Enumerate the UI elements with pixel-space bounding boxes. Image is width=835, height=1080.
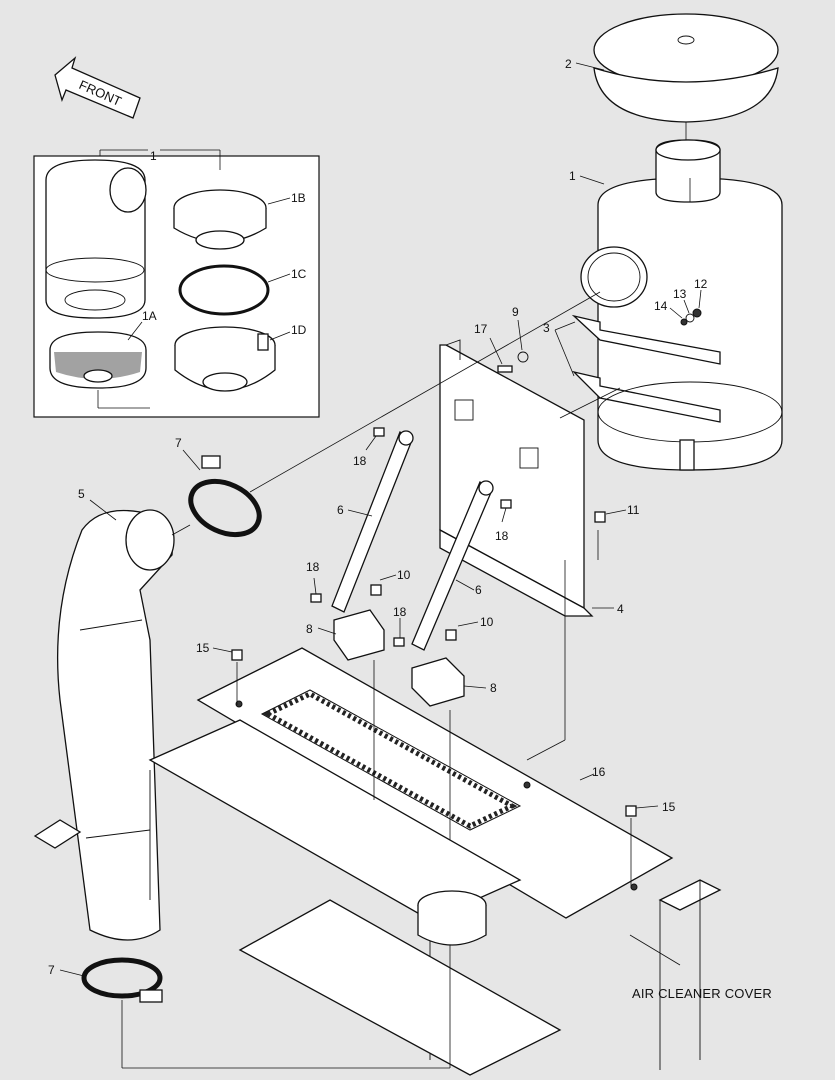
callout-label: 1D: [291, 323, 307, 337]
callout-label: 6: [475, 583, 482, 597]
callout-1d: 1D: [269, 323, 307, 341]
callout-4: 4: [592, 602, 624, 616]
callout-8-a: 8: [306, 622, 337, 636]
callout-14: 14: [654, 299, 683, 319]
callout-label: 12: [694, 277, 708, 291]
leader-lines: [121, 178, 691, 1069]
callout-10-b: 10: [457, 615, 494, 629]
callout-15-a: 15: [196, 641, 233, 655]
intake-hose: [56, 509, 175, 941]
callout-9: 9: [512, 305, 523, 351]
hose-clamp-top: [188, 455, 262, 538]
callout-label: 10: [480, 615, 494, 629]
callout-17: 17: [474, 322, 503, 365]
callout-label: 4: [617, 602, 624, 616]
callout-18-c: 18: [306, 560, 320, 595]
callout-5: 5: [78, 487, 117, 521]
callout-label: 18: [353, 454, 367, 468]
callout-8-b: 8: [463, 681, 497, 695]
air-cleaner-body: [571, 139, 783, 471]
callout-label: 7: [48, 963, 55, 977]
callout-18-b: 18: [495, 507, 509, 543]
callout-label: 16: [592, 765, 606, 779]
callout-label: 9: [512, 305, 519, 319]
callout-label: 1B: [291, 191, 306, 205]
hardware: [231, 308, 702, 817]
callout-1c: 1C: [267, 267, 307, 283]
rod-brackets: [333, 609, 465, 707]
callout-18-a: 18: [353, 435, 377, 468]
callout-label: 1A: [142, 309, 157, 323]
callout-2: 2: [565, 57, 605, 71]
callout-label: 5: [78, 487, 85, 501]
callout-label: 1C: [291, 267, 307, 281]
callout-18-d: 18: [393, 605, 407, 638]
callout-7-top: 7: [175, 436, 201, 471]
front-arrow: FRONT: [54, 56, 141, 119]
callout-label: 14: [654, 299, 668, 313]
callout-label: 15: [196, 641, 210, 655]
callout-label: 2: [565, 57, 572, 71]
callout-label: 7: [175, 436, 182, 450]
stay-rods: [331, 430, 494, 651]
callout-label: 18: [393, 605, 407, 619]
callout-1: 1: [569, 169, 605, 185]
callout-label: 18: [495, 529, 509, 543]
callout-1a: 1A: [127, 309, 157, 341]
callout-label: 10: [397, 568, 411, 582]
callout-label: 8: [490, 681, 497, 695]
callout-label: 1: [569, 169, 576, 183]
outer-filter-element: [45, 159, 147, 319]
callout-label: 17: [474, 322, 488, 336]
top-cover: [593, 13, 779, 142]
callout-12: 12: [694, 277, 708, 309]
inner-filter-element: [49, 331, 150, 409]
callout-3: 3: [543, 321, 576, 377]
callout-15-b: 15: [635, 800, 676, 814]
callout-6-a: 6: [337, 503, 373, 517]
top-grille-plate: [196, 647, 674, 919]
callout-label: 8: [306, 622, 313, 636]
callout-1-inset: 1: [150, 149, 157, 163]
filter-detail-inset: [33, 149, 320, 418]
callout-label: 18: [306, 560, 320, 574]
diagram-caption: AIR CLEANER COVER: [632, 986, 772, 1001]
callout-11: 11: [605, 503, 640, 517]
filter-cap: [173, 189, 267, 250]
filter-housing-bottom: [174, 326, 276, 392]
callout-label: 3: [543, 321, 550, 335]
callout-10-a: 10: [379, 568, 411, 582]
mounting-bracket: [439, 339, 594, 617]
callout-label: 6: [337, 503, 344, 517]
callout-label: 13: [673, 287, 687, 301]
callout-label: 1: [150, 149, 157, 163]
callout-13: 13: [673, 287, 690, 314]
callout-label: 11: [627, 503, 640, 517]
hose-clamp-bottom: [81, 957, 163, 1003]
o-ring: [178, 264, 270, 316]
callout-1b: 1B: [267, 191, 306, 205]
callout-6-b: 6: [455, 579, 482, 597]
callout-7-bottom: 7: [48, 963, 85, 977]
callout-16: 16: [579, 765, 606, 781]
lower-deck: [33, 719, 722, 1076]
callout-label: 15: [662, 800, 676, 814]
